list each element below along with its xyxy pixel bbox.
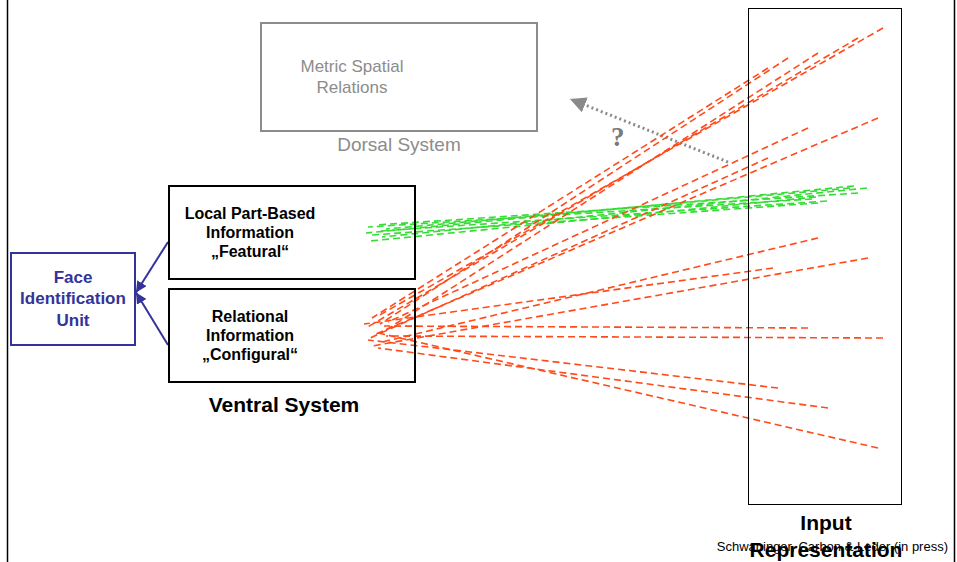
heading: Dorsal System (262, 134, 536, 156)
featural-plane (328, 193, 394, 273)
eye-iris (355, 227, 367, 239)
dashed-ray (366, 186, 854, 233)
dashed-ray (364, 268, 773, 324)
frame-line (7, 0, 9, 562)
face-mouth (356, 349, 368, 353)
connector-line (136, 242, 168, 292)
blue-arrow (136, 242, 168, 292)
dashed-ray (368, 340, 778, 388)
connector-line (136, 292, 168, 345)
configural-lines (364, 28, 883, 448)
configural-plane (328, 296, 394, 376)
plane (762, 14, 890, 496)
dorsal-box: Metric Spatial RelationsDorsal System (260, 22, 538, 132)
dashed-ray (380, 201, 827, 231)
box-text: Local Part-Based Information „Featural“ (174, 204, 326, 262)
dashed-ray (376, 193, 858, 225)
box-text: Metric Spatial Relations (268, 56, 436, 99)
dashed-ray (386, 53, 818, 330)
plane (328, 296, 394, 376)
dashed-ray (374, 332, 878, 448)
heading: Input Representation (729, 509, 923, 562)
identification-box: Face Identification Unit (10, 252, 136, 346)
face-eye (364, 327, 372, 331)
featural-lines (366, 186, 867, 241)
box-text: Face Identification Unit (18, 267, 128, 331)
mouth-outline (828, 282, 863, 298)
dashed-ray (372, 68, 768, 318)
metric-t (454, 44, 504, 49)
plane (328, 193, 394, 273)
connector-line (570, 99, 728, 162)
eye-feature (338, 217, 384, 249)
dashed-ray (370, 197, 816, 241)
face-eye (350, 328, 358, 332)
nose-outline (838, 208, 856, 254)
hair (798, 117, 884, 180)
box-text: Relational Information „Configural“ (174, 307, 326, 365)
featural-box: Local Part-Based Information „Featural“ (168, 185, 416, 280)
frame-line (954, 0, 956, 562)
dashed-ray (382, 238, 818, 342)
dashed-ray (378, 348, 828, 408)
edge-label: ? (609, 124, 627, 151)
blue-arrow (136, 292, 168, 345)
plane (440, 30, 514, 126)
dashed-ray (372, 258, 868, 346)
metric-t (479, 47, 481, 112)
input-frame: Input Representation (748, 8, 902, 505)
dashed-ray (388, 128, 808, 322)
caption: Schwaninger, Carbon & Leder (in press) (717, 539, 948, 554)
dashed-ray (386, 336, 883, 338)
metric-plane (440, 30, 514, 126)
dashed-ray (384, 326, 808, 328)
configural-box: Relational Information „Configural“ (168, 288, 416, 383)
dashed-ray (378, 28, 883, 316)
group-label: Ventral System (168, 393, 400, 417)
dotted-arrow (570, 99, 728, 162)
